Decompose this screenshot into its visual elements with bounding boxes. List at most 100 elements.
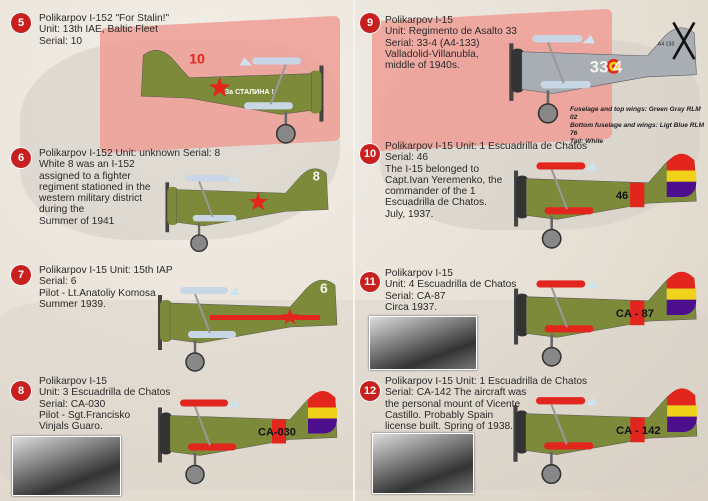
tail-stripe-yellow bbox=[308, 407, 337, 419]
tail-stripe-yellow bbox=[667, 405, 697, 417]
aircraft-profile-i152: 8 bbox=[165, 168, 329, 253]
desc-line: Polikarpov I-15 Unit: 15th IAP bbox=[39, 265, 173, 276]
propeller bbox=[514, 170, 519, 227]
desc-line: Unit: 4 Escuadrilla de Chatos bbox=[385, 279, 517, 291]
upper-wing bbox=[532, 35, 583, 43]
profile-number-badge: 12 bbox=[360, 381, 380, 401]
wheel bbox=[541, 228, 562, 249]
profile-number-badge: 7 bbox=[11, 265, 31, 285]
lower-wing bbox=[244, 102, 293, 110]
desc-line: The I-15 belonged to bbox=[385, 163, 480, 175]
windscreen bbox=[229, 175, 240, 183]
desc-line: middle of 1940s. bbox=[385, 60, 460, 72]
desc-line: Unit: 13th IAE, Baltic Fleet bbox=[39, 24, 158, 36]
profile-number-badge: 5 bbox=[11, 13, 31, 33]
aircraft-profile-i15: CA - 142 bbox=[513, 388, 698, 485]
aircraft-profile-i15: A4 133 33 4 bbox=[509, 21, 697, 124]
aircraft-drawing: 46 bbox=[514, 153, 697, 249]
aircraft-marking: 33 4 bbox=[590, 58, 623, 77]
engine-cowling bbox=[167, 186, 179, 225]
lower-wing bbox=[540, 81, 591, 89]
engine-cowling bbox=[160, 412, 172, 455]
tail-stripe-red bbox=[666, 271, 696, 289]
tail-stripe-red bbox=[666, 153, 696, 171]
profile-description: Polikarpov I-15 Unit: 1 Escuadrilla de C… bbox=[385, 141, 587, 220]
aircraft-drawing: CA-030 bbox=[158, 390, 338, 485]
fuselage-band bbox=[272, 419, 286, 444]
red-star-insignia bbox=[248, 192, 268, 211]
upper-wing bbox=[536, 280, 586, 288]
aircraft-drawing: 6 bbox=[158, 279, 338, 372]
note-line: Fuselage and top wings: Green Gray RLM 0… bbox=[570, 106, 701, 121]
slogan-marking: За СТАЛИНА ! bbox=[225, 88, 274, 96]
red-star-insignia bbox=[208, 76, 231, 98]
windscreen bbox=[582, 35, 595, 44]
engine-cowling bbox=[511, 48, 524, 93]
aircraft-marking: 46 bbox=[616, 190, 628, 202]
aircraft-profile-i15: 6 bbox=[158, 279, 338, 372]
desc-line: Circa 1937. bbox=[385, 301, 438, 313]
historical-photo bbox=[372, 433, 474, 494]
profile-description: Polikarpov I-15 Unit: 3 Escuadrilla de C… bbox=[39, 376, 170, 432]
lower-wing bbox=[544, 442, 594, 450]
desc-line: commander of the 1 bbox=[385, 186, 476, 198]
red-star-insignia bbox=[281, 308, 299, 325]
desc-line: Pilot - Lt.Anatoliy Komosa bbox=[39, 287, 156, 299]
roundel-center bbox=[611, 64, 616, 69]
wing-strut bbox=[550, 169, 568, 210]
engine-cowling bbox=[309, 70, 322, 114]
tail-code: A4 133 bbox=[658, 41, 675, 47]
desc-line: license built. Spring of 1938. bbox=[385, 421, 513, 433]
aircraft-marking: 8 bbox=[313, 168, 320, 183]
tail-stripe-purple bbox=[667, 416, 697, 433]
wheel bbox=[185, 464, 205, 485]
aircraft-marking: CA - 87 bbox=[616, 308, 654, 320]
aircraft-drawing: A4 133 33 4 bbox=[509, 21, 697, 124]
aircraft-marking: CA - 142 bbox=[616, 425, 661, 437]
profile-description: Polikarpov I-152 Unit: unknown Serial: 8… bbox=[39, 148, 220, 227]
desc-line: White 8 was an I-152 bbox=[39, 159, 135, 171]
windscreen bbox=[228, 399, 240, 408]
center-divider bbox=[353, 0, 355, 501]
wing-strut bbox=[194, 406, 211, 446]
wheel bbox=[541, 464, 562, 485]
desc-line: Serial: 46 bbox=[385, 152, 429, 164]
fuselage bbox=[140, 50, 312, 115]
color-note: Fuselage and top wings: Green Gray RLM 0… bbox=[570, 106, 708, 146]
lower-wing bbox=[544, 325, 594, 333]
note-line: Bottom fuselage and wings: Ligt Blue RLM… bbox=[570, 122, 705, 137]
desc-line: Valladolid-Villanubla, bbox=[385, 48, 479, 60]
desc-line: Serial: CA-87 bbox=[385, 290, 446, 302]
windscreen bbox=[585, 280, 598, 289]
aircraft-drawing: CA - 87 bbox=[514, 271, 697, 367]
desc-line: Summer 1939. bbox=[39, 298, 106, 310]
saint-andrew-cross bbox=[672, 21, 696, 60]
aircraft-drawing: CA - 142 bbox=[513, 388, 698, 485]
desc-line: Serial: 33-4 (A4-133) bbox=[385, 37, 480, 49]
historical-photo bbox=[12, 436, 121, 496]
desc-line: Vinjals Guaro. bbox=[39, 421, 103, 433]
windscreen bbox=[585, 162, 598, 171]
desc-line: Castillo. Probably Spain bbox=[385, 409, 494, 421]
windscreen bbox=[228, 287, 240, 295]
wing-strut bbox=[194, 293, 211, 334]
desc-line: Escuadrilla de Chatos. bbox=[385, 197, 487, 209]
engine-cowling bbox=[515, 410, 528, 454]
tail-stripe-yellow bbox=[666, 170, 697, 182]
desc-line: Polikarpov I-152 Unit: unknown Serial: 8 bbox=[39, 148, 221, 159]
profile-number-badge: 10 bbox=[360, 144, 380, 164]
desc-line: Serial: 6 bbox=[39, 276, 77, 288]
wing-strut bbox=[198, 181, 214, 218]
windscreen bbox=[585, 397, 598, 406]
lower-wing bbox=[192, 215, 237, 222]
wheel bbox=[275, 123, 296, 144]
profile-description: Polikarpov I-152 "For Stalin!" Unit: 13t… bbox=[39, 13, 169, 47]
wing-strut bbox=[269, 64, 287, 105]
desc-line: Summer of 1941 bbox=[39, 215, 115, 227]
desc-line: Polikarpov I-15 bbox=[385, 268, 453, 279]
lower-wing bbox=[544, 207, 594, 215]
desc-line: Unit: 3 Escuadrilla de Chatos bbox=[39, 387, 171, 399]
upper-wing bbox=[180, 287, 228, 294]
desc-line: Polikarpov I-15 bbox=[385, 15, 453, 26]
